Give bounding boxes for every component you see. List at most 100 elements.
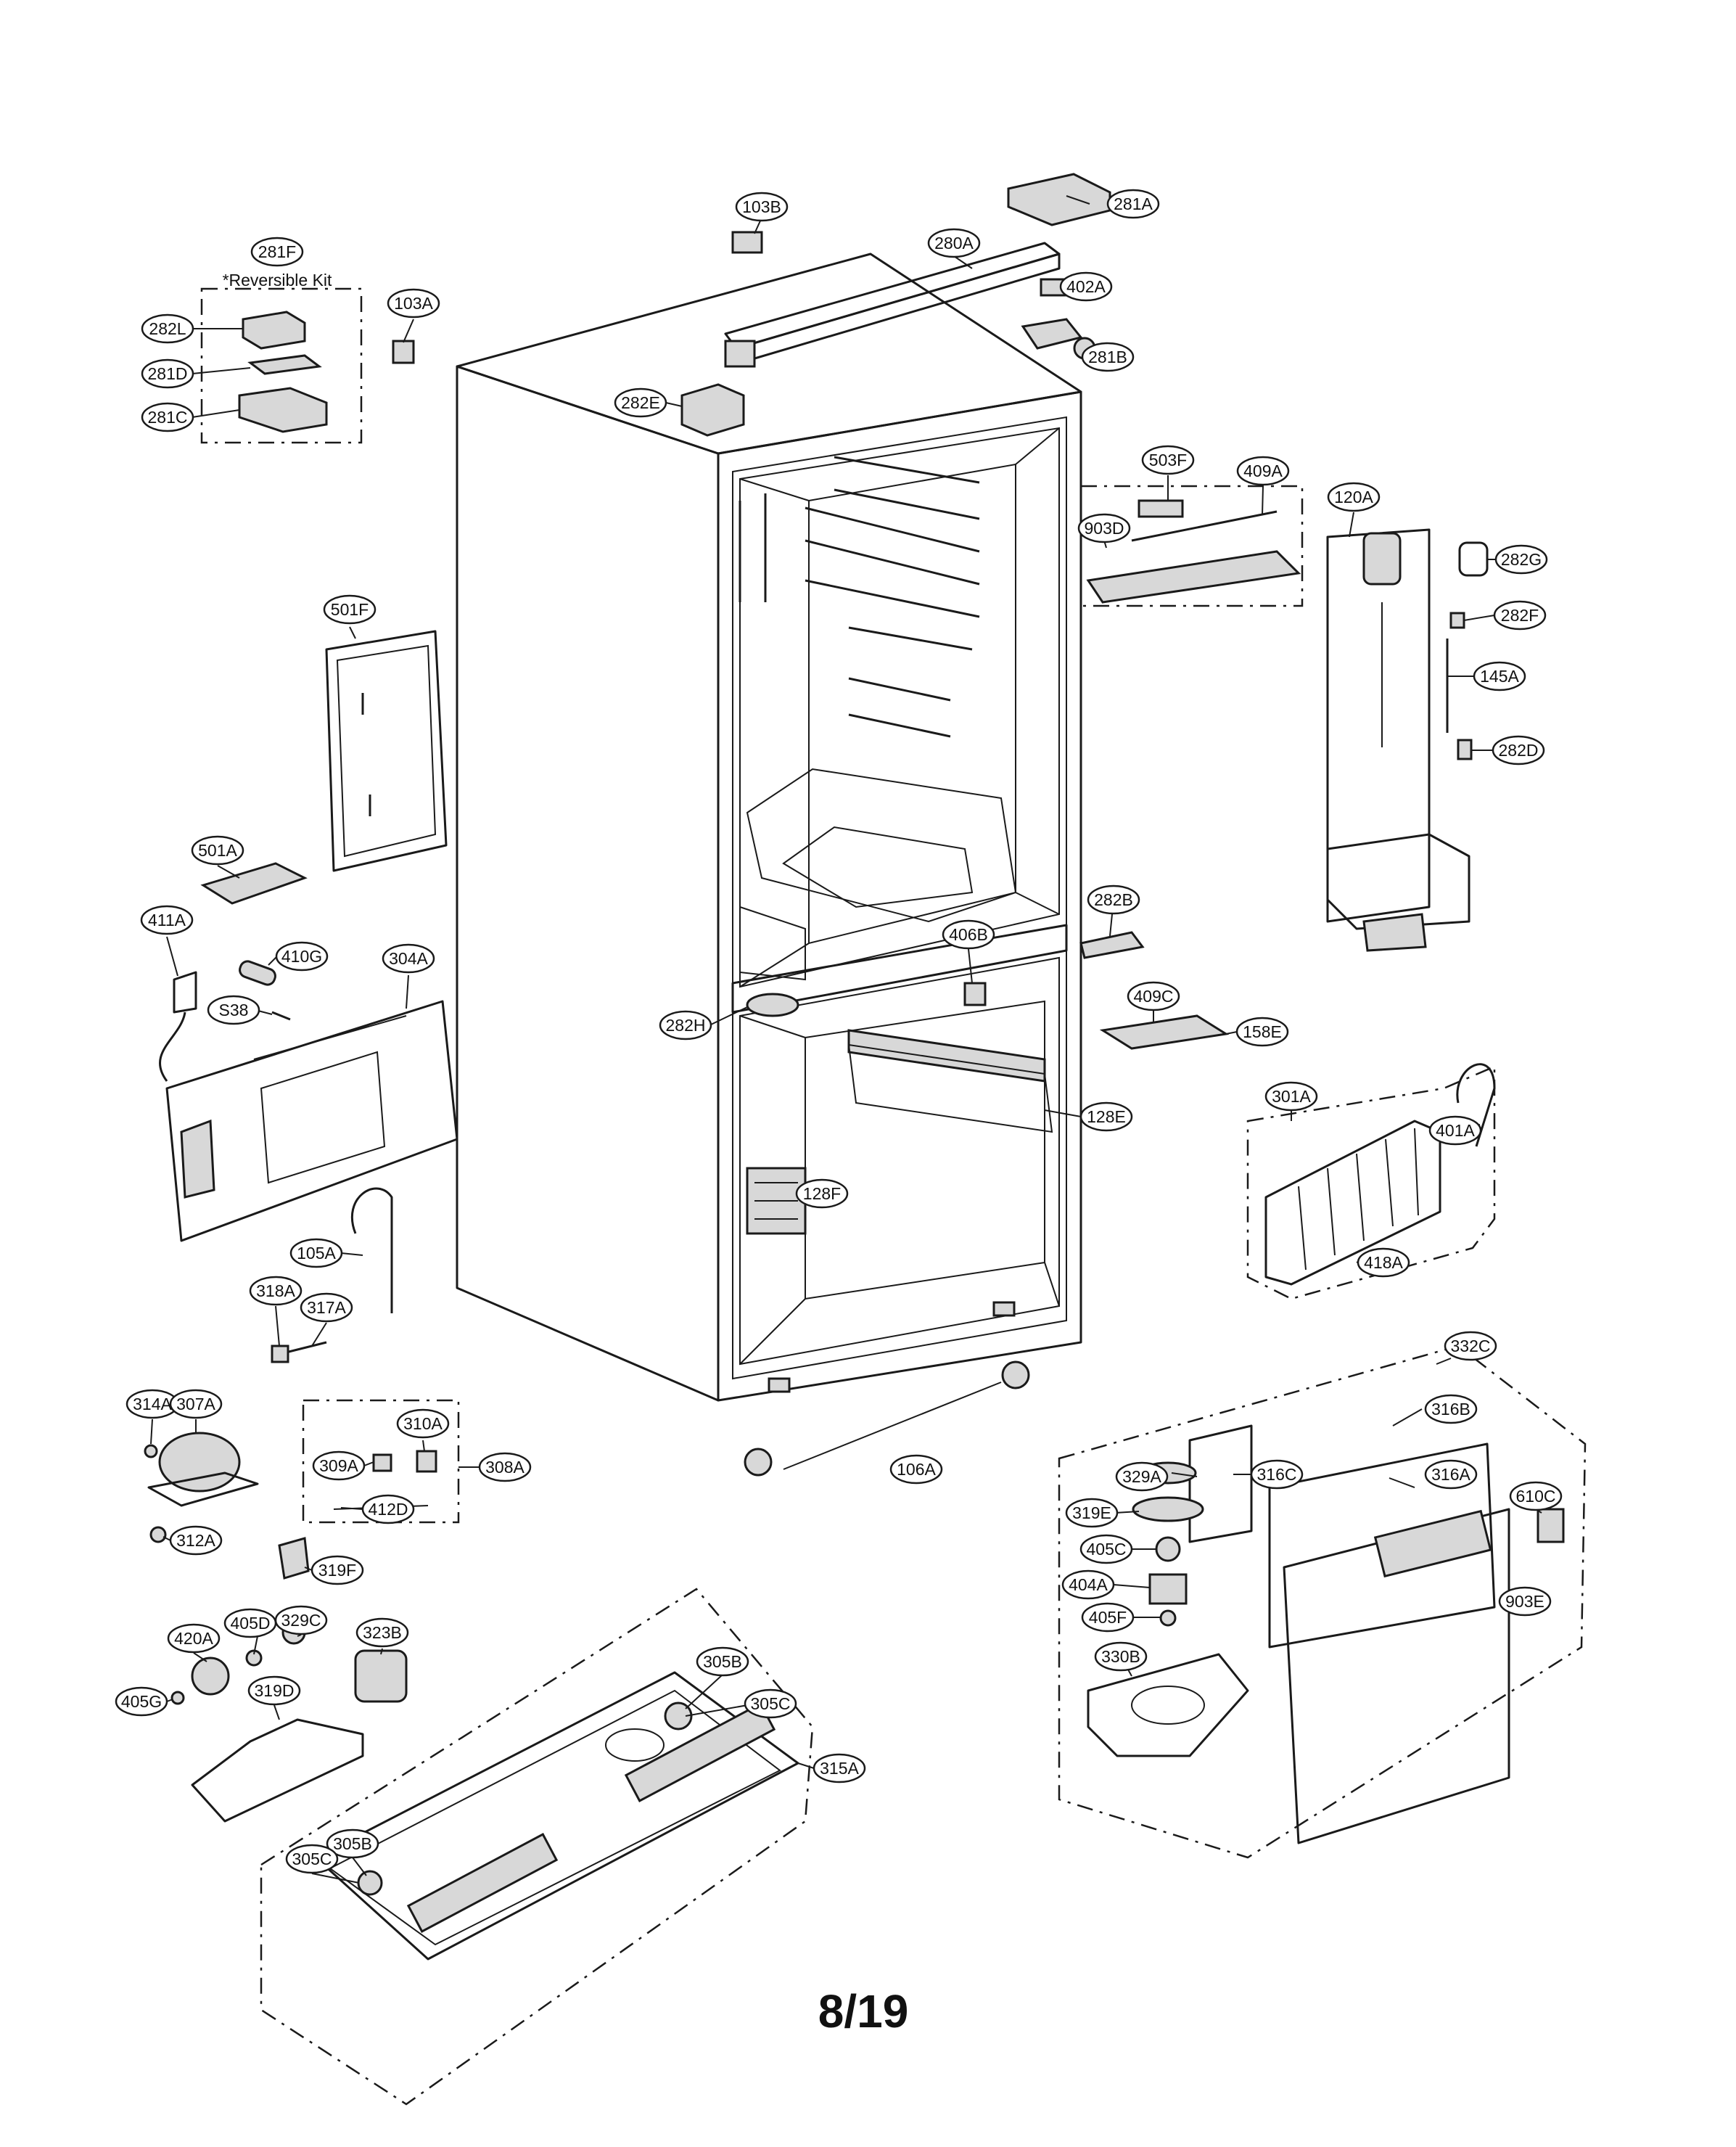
part-label: 319E [1065,1498,1119,1528]
label-text: 305C [751,1694,791,1713]
part-label: 405D [223,1608,277,1638]
label-bubble [141,358,194,389]
fan-housing-330B [1087,1653,1249,1757]
label-bubble [250,237,304,267]
part-103A-shape [392,340,415,364]
base-assembly-box [260,1588,814,2106]
label-text: 103B [742,197,781,216]
label-bubble [1077,513,1131,543]
label-text: 282E [621,393,660,412]
label-text: 305B [333,1834,372,1853]
part-label: 405C [1079,1534,1133,1564]
label-text: 282L [149,319,186,338]
label-bubble [1424,1394,1478,1424]
label-bubble [323,594,377,625]
part-319F-shape [278,1537,310,1580]
label-bubble [247,1675,301,1706]
label-bubble [1094,1641,1148,1672]
part-label: 281A [1106,189,1160,219]
relay-kit-box [302,1399,460,1524]
label-bubble [1444,1331,1497,1361]
label-text: 405F [1089,1608,1127,1627]
label-bubble [1424,1459,1478,1490]
label-text: 402A [1066,277,1106,296]
label-text: 610C [1516,1487,1556,1506]
label-bubble [1327,482,1381,512]
label-bubble [140,905,194,935]
label-bubble [191,835,244,866]
air-duct-120A [1326,528,1470,952]
label-text: 304A [389,949,428,968]
leveling-foot-b [1001,1360,1030,1389]
part-label: 402A [1059,271,1113,302]
part-label: 282B [1087,884,1140,915]
label-text: 318A [256,1281,295,1300]
label-text: 281B [1088,348,1127,366]
part-label: 103B [735,192,789,222]
part-label: 316C [1250,1459,1304,1490]
part-label: 280A [927,228,981,258]
label-bubble [942,919,995,950]
label-bubble [396,1408,450,1439]
label-text: 319D [255,1681,295,1700]
refrigerator-cabinet [456,253,1082,1402]
label-text: 314A [133,1395,172,1413]
label-bubble [889,1454,943,1485]
label-text: 409C [1134,987,1174,1006]
part-label: 316B [1424,1394,1478,1424]
part-label: 610C [1509,1481,1563,1511]
label-text: 330B [1101,1647,1140,1666]
label-bubble [1081,1602,1135,1633]
part-label: 329A [1115,1461,1169,1492]
label-text: 282B [1094,890,1133,909]
part-label: 503F [1141,445,1195,475]
part-label: 282F [1493,600,1547,631]
part-label: 903E [1498,1586,1552,1617]
label-bubble [1250,1459,1304,1490]
label-bubble [1492,735,1545,765]
part-label: 282E [614,387,667,418]
label-text: 145A [1480,667,1519,686]
label-text: 404A [1069,1575,1108,1594]
label-text: 105A [297,1244,336,1263]
label-text: 158E [1243,1022,1282,1041]
part-316C-shape [1188,1424,1253,1543]
label-text: 307A [176,1395,215,1413]
part-316A-shape [1268,1442,1496,1649]
power-cord-411A [159,971,197,1082]
evaporator-kit-box [1246,1065,1496,1300]
label-bubble [285,1844,339,1874]
label-bubble [1509,1481,1563,1511]
part-label: 332C [1444,1331,1497,1361]
label-text: 281F [258,242,296,261]
label-bubble [1127,981,1180,1011]
part-label: 281F [250,237,304,267]
fan-motor-420A-shape [191,1657,230,1696]
part-319E-shape [1132,1496,1204,1522]
label-text: 282H [666,1016,706,1035]
part-label: 282L [141,313,194,344]
label-text: 103A [394,294,433,313]
label-bubble [1061,1569,1115,1600]
label-text: 329C [281,1611,321,1630]
reversible-kit-box [200,287,363,444]
label-bubble [795,1178,849,1209]
hinge-cover-281A [1007,173,1111,226]
label-text: 409A [1243,461,1283,480]
label-bubble [326,1828,379,1859]
part-label: 281B [1081,342,1135,372]
label-text: 317A [307,1298,346,1317]
label-bubble [207,995,260,1025]
part-label: 128F [795,1178,849,1209]
part-label: 412D [361,1494,415,1524]
part-label: 406B [942,919,995,950]
part-label: 304A [382,943,435,974]
part-label: 420A [167,1623,221,1654]
label-text: 316A [1431,1465,1470,1484]
label-text: 281A [1114,194,1153,213]
label-text: 305C [292,1850,332,1868]
part-281D-shape [247,354,322,375]
label-text: 282G [1501,550,1542,569]
part-label: 312A [169,1525,223,1556]
label-text: 903E [1505,1592,1544,1611]
